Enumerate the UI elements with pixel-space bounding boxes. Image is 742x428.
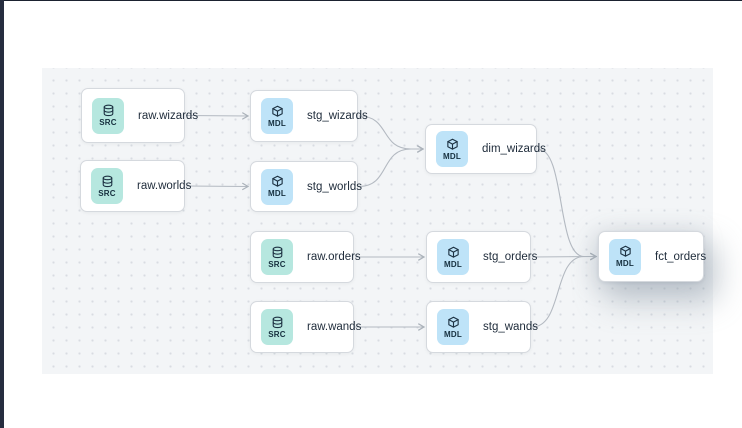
mdl-badge: MDL bbox=[261, 168, 293, 205]
badge-label: SRC bbox=[99, 118, 117, 127]
node-label: stg_worlds bbox=[307, 180, 362, 193]
database-icon bbox=[102, 175, 112, 187]
node-raw-wizards[interactable]: SRC raw.wizards bbox=[81, 88, 198, 143]
badge-label: SRC bbox=[98, 188, 116, 198]
badge-label: MDL bbox=[268, 189, 286, 198]
cube-icon bbox=[619, 245, 631, 257]
window-top-edge bbox=[0, 0, 742, 1]
node-label: raw.worlds bbox=[137, 180, 192, 192]
badge-label: SRC bbox=[268, 329, 286, 339]
node-label: raw.orders bbox=[307, 251, 361, 263]
edge-stg_wizards-to-dim_wizards bbox=[358, 115, 425, 153]
badge-label: MDL bbox=[444, 329, 462, 339]
node-stg-wands[interactable]: MDL stg_wands bbox=[426, 301, 538, 353]
badge-label: MDL bbox=[616, 259, 634, 268]
node-dim-wizards[interactable]: MDL dim_wizards bbox=[425, 124, 546, 174]
database-icon bbox=[103, 104, 113, 117]
node-stg-worlds[interactable]: MDL stg_worlds bbox=[250, 161, 362, 212]
database-icon bbox=[272, 246, 282, 258]
mdl-badge: MDL bbox=[609, 238, 641, 275]
mdl-badge: MDL bbox=[437, 239, 469, 275]
node-label: raw.wizards bbox=[138, 109, 199, 122]
src-badge: SRC bbox=[261, 309, 293, 345]
node-label: stg_wizards bbox=[307, 110, 368, 122]
edge-dim_wizards-to-fct_orders bbox=[537, 148, 598, 261]
node-label: fct_orders bbox=[655, 250, 707, 263]
node-fct-orders[interactable]: MDL fct_orders bbox=[598, 231, 707, 282]
node-label: dim_wizards bbox=[482, 143, 546, 155]
cube-icon bbox=[271, 175, 283, 187]
node-label: stg_orders bbox=[483, 251, 538, 263]
edge-raw_worlds-to-stg_worlds bbox=[185, 182, 250, 191]
edge-stg_wands-to-fct_orders bbox=[531, 252, 598, 328]
edge-stg_worlds-to-dim_wizards bbox=[358, 145, 425, 188]
src-badge: SRC bbox=[261, 239, 293, 275]
node-stg-orders[interactable]: MDL stg_orders bbox=[426, 231, 537, 283]
node-raw-wands[interactable]: SRC raw.wands bbox=[250, 301, 361, 353]
mdl-badge: MDL bbox=[437, 309, 469, 345]
cube-icon bbox=[447, 246, 459, 258]
src-badge: SRC bbox=[91, 168, 123, 204]
node-label: raw.wands bbox=[307, 321, 362, 333]
node-raw-worlds[interactable]: SRC raw.worlds bbox=[80, 160, 191, 212]
node-raw-orders[interactable]: SRC raw.orders bbox=[250, 231, 361, 283]
database-icon bbox=[272, 316, 282, 328]
cube-icon bbox=[447, 316, 459, 328]
cube-icon bbox=[271, 105, 283, 117]
node-stg-wizards[interactable]: MDL stg_wizards bbox=[250, 90, 368, 142]
mdl-badge: MDL bbox=[261, 98, 293, 134]
node-label: stg_wands bbox=[483, 321, 538, 333]
src-badge: SRC bbox=[92, 97, 124, 134]
badge-label: MDL bbox=[268, 118, 286, 128]
badge-label: MDL bbox=[444, 259, 462, 269]
edge-stg_orders-to-fct_orders bbox=[531, 252, 598, 261]
badge-label: MDL bbox=[443, 151, 461, 161]
window-edge-accent bbox=[0, 0, 4, 428]
mdl-badge: MDL bbox=[436, 131, 468, 167]
cube-icon bbox=[446, 138, 458, 150]
badge-label: SRC bbox=[268, 259, 286, 269]
